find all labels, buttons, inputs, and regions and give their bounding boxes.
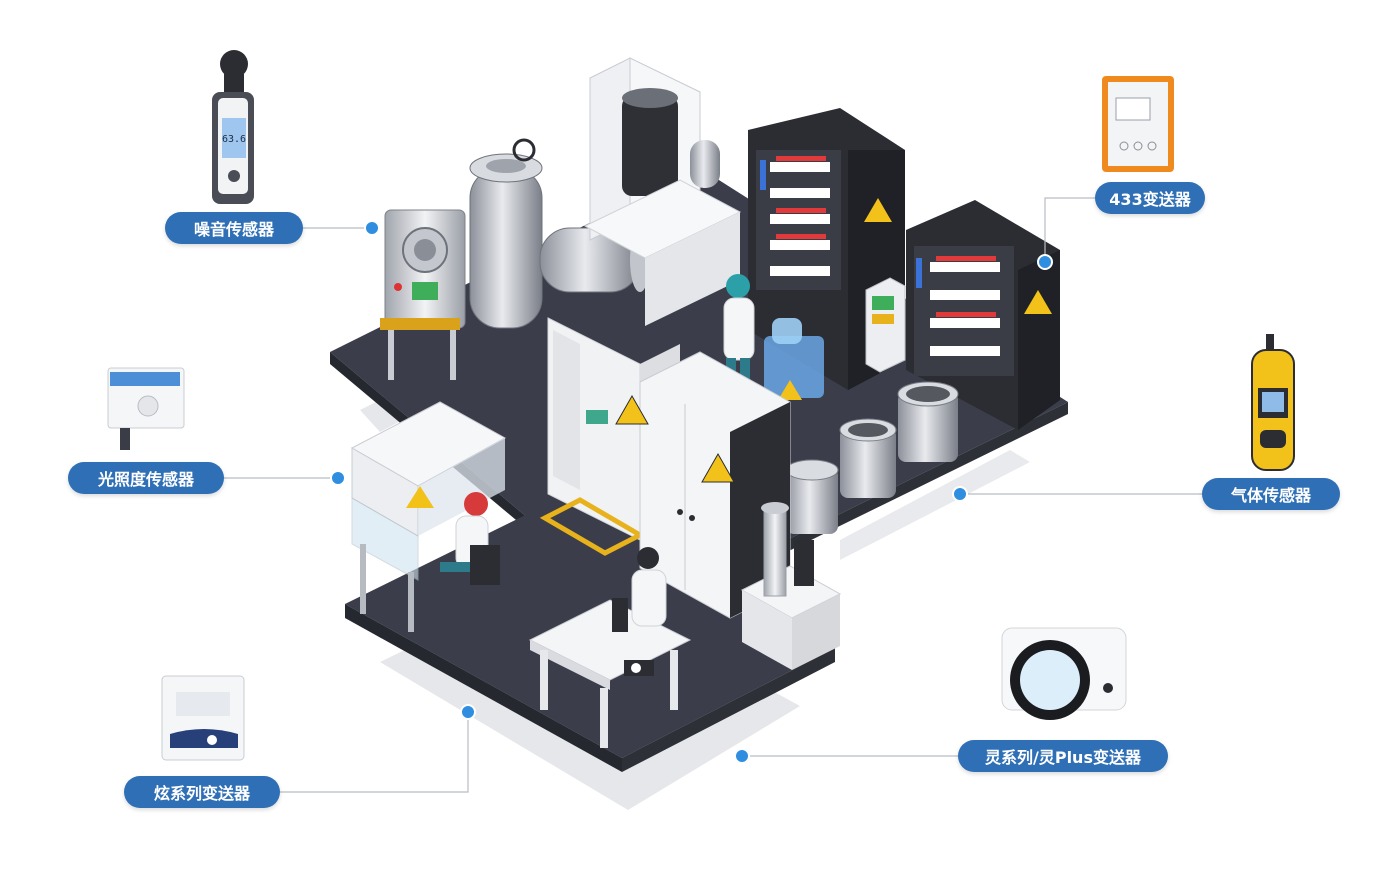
light-sensor-device: [107, 367, 185, 450]
fume-hood: [350, 401, 507, 632]
label-ling-transmitter: 灵系列/灵Plus变送器: [958, 740, 1168, 772]
sample-cabinet: [906, 200, 1060, 430]
noise-meter-device: 63.6: [212, 50, 254, 204]
scientist-seated: [440, 492, 500, 585]
cryo-cart: [764, 318, 824, 400]
storage-drum: [839, 418, 897, 498]
control-kiosk: [865, 277, 906, 373]
connector-lines: [224, 197, 1202, 793]
gas-detector-device: [1251, 334, 1295, 471]
autoclave: [380, 138, 650, 380]
transmitter-433-device: [1102, 76, 1174, 172]
ling-transmitter-device: [1001, 627, 1127, 720]
noise-meter-reading: 63.6: [222, 134, 246, 145]
label-gas-sensor: 气体传感器: [1202, 478, 1340, 510]
xuan-transmitter-device: [161, 675, 245, 761]
location-dots: [330, 220, 1053, 764]
upright-machine: [583, 57, 742, 326]
instrument-station: [740, 502, 842, 670]
label-xuan-transmitter: 炫系列变送器: [124, 776, 280, 808]
scientist-desk: [631, 547, 667, 627]
storage-drum: [785, 459, 839, 534]
storage-drum: [897, 381, 959, 462]
label-noise-sensor: 噪音传感器: [165, 212, 303, 244]
label-433-transmitter: 433变送器: [1095, 182, 1205, 214]
label-light-sensor: 光照度传感器: [68, 462, 224, 494]
